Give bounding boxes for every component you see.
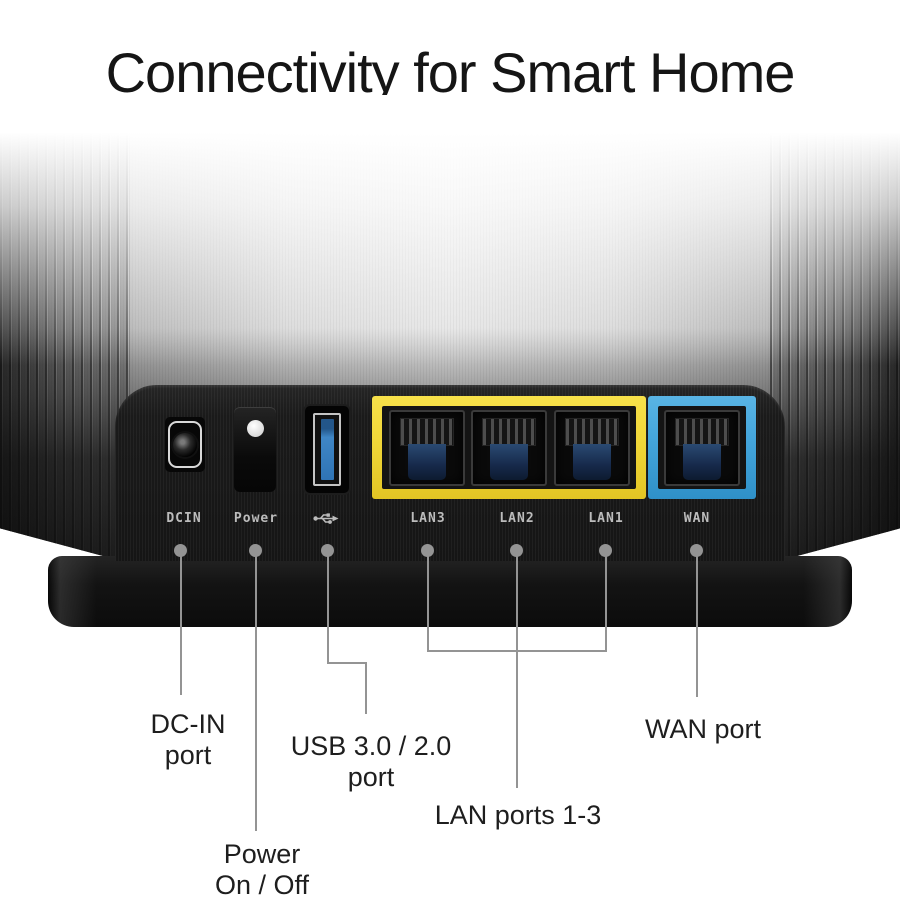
- callout-label-usb-line2: port: [347, 762, 395, 792]
- lan-ports-group: [382, 406, 636, 489]
- callout-label-lan-line1: LAN ports 1-3: [434, 800, 602, 830]
- usb-port: [305, 406, 349, 493]
- callout-label-dcin: DC-IN port: [108, 709, 268, 771]
- power-button: [234, 407, 276, 492]
- callout-label-dcin-line2: port: [164, 740, 212, 770]
- callout-label-lan: LAN ports 1-3: [398, 800, 638, 831]
- panel-label-dcin: DCIN: [166, 511, 202, 526]
- panel-label-wan: WAN: [683, 511, 711, 526]
- callout-line-usb-h: [327, 662, 367, 664]
- router-base: [48, 556, 852, 627]
- callout-label-usb-line1: USB 3.0 / 2.0: [290, 731, 452, 761]
- callout-line-wan: [696, 550, 698, 697]
- lan1-port: [553, 409, 630, 486]
- wan-port: [664, 409, 740, 486]
- dcin-barrel-jack: [173, 432, 197, 457]
- rear-io-panel: DCIN Power LAN3 LAN2 LAN1 WAN: [115, 385, 785, 561]
- dcin-port: [165, 417, 205, 472]
- power-indicator-dot: [246, 420, 264, 437]
- callout-line-power: [255, 550, 257, 831]
- callout-label-power-line2: On / Off: [214, 870, 310, 900]
- callout-line-usb-v2: [365, 662, 367, 714]
- callout-label-dcin-line1: DC-IN: [150, 709, 226, 739]
- callout-line-lan3: [427, 550, 429, 652]
- page-title: Connectivity for Smart Home: [105, 40, 796, 104]
- callout-bracket-lan: [427, 650, 607, 652]
- callout-label-power-line1: Power: [223, 839, 301, 869]
- panel-label-power: Power: [233, 511, 279, 526]
- callout-line-dcin: [180, 550, 182, 695]
- callout-line-usb-v1: [327, 550, 329, 664]
- usb-icon: [313, 512, 339, 530]
- panel-label-lan3: LAN3: [410, 511, 446, 526]
- lan-ports-highlight-frame: [372, 396, 646, 499]
- wan-port-highlight-frame: [648, 396, 756, 499]
- wan-port-group: [658, 406, 746, 489]
- callout-label-wan: WAN port: [603, 714, 803, 745]
- dcin-port-outline: [168, 421, 202, 468]
- callout-label-wan-line1: WAN port: [644, 714, 761, 744]
- lan3-port: [388, 409, 465, 486]
- usb-port-tongue: [320, 419, 334, 480]
- lan2-port: [471, 409, 547, 486]
- callout-label-power: Power On / Off: [182, 839, 342, 900]
- callout-label-usb: USB 3.0 / 2.0 port: [271, 731, 471, 793]
- panel-label-lan2: LAN2: [499, 511, 535, 526]
- callout-line-lan1: [605, 550, 607, 652]
- callout-line-lan2: [516, 550, 518, 788]
- panel-label-lan1: LAN1: [588, 511, 624, 526]
